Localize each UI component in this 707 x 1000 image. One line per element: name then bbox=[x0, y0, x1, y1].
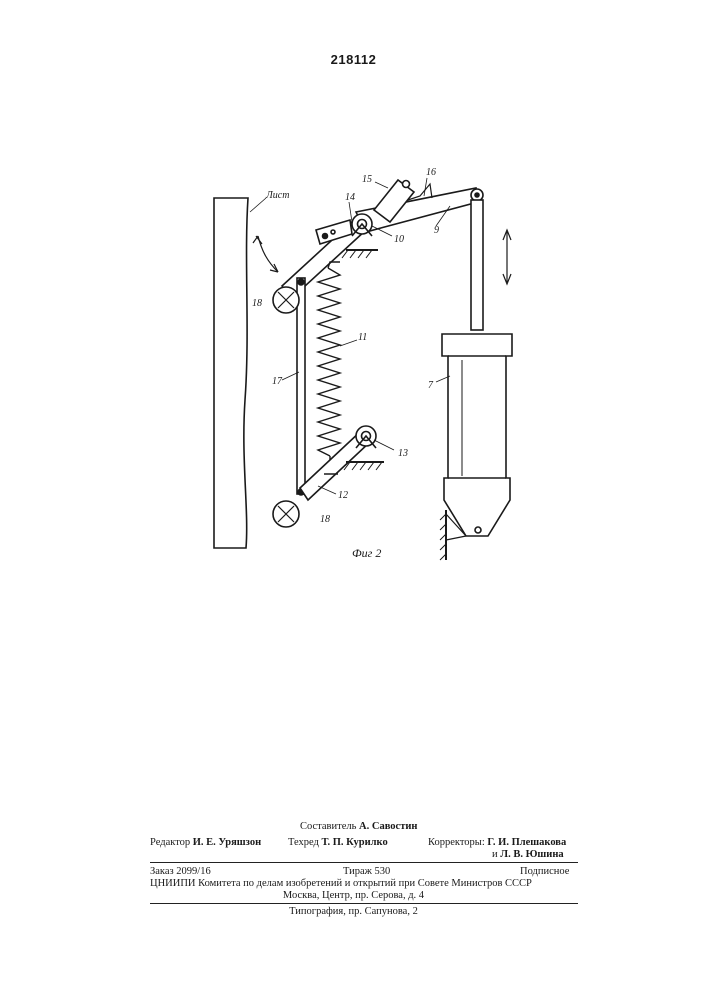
sheet-outline bbox=[214, 198, 248, 548]
subscription: Подписное bbox=[520, 866, 569, 877]
divider-top bbox=[150, 862, 578, 863]
org-line-2: Москва, Центр, пр. Серова, д. 4 bbox=[0, 890, 707, 901]
cylinder-7 bbox=[442, 334, 512, 536]
editor-name: И. Е. Уряшзон bbox=[193, 837, 261, 848]
editor-label: Редактор bbox=[150, 837, 190, 848]
divider-bottom bbox=[150, 903, 578, 904]
tech-label: Техред bbox=[288, 837, 319, 848]
label-11: 11 bbox=[358, 332, 367, 343]
label-13: 13 bbox=[398, 448, 408, 459]
label-9: 9 bbox=[434, 225, 439, 236]
printing-house: Типография, пр. Сапунова, 2 bbox=[0, 906, 707, 917]
label-sheet: Лист bbox=[265, 190, 289, 201]
label-12: 12 bbox=[338, 490, 348, 501]
label-18-lower: 18 bbox=[320, 514, 330, 525]
corrector-2-prefix: и bbox=[492, 849, 498, 860]
rod-17 bbox=[297, 278, 305, 494]
compiler-label: Составитель bbox=[300, 821, 356, 832]
tech-name: Т. П. Курилко bbox=[322, 837, 388, 848]
label-7: 7 bbox=[428, 380, 434, 391]
label-14: 14 bbox=[345, 192, 355, 203]
label-10: 10 bbox=[394, 234, 404, 245]
circulation: Тираж 530 bbox=[343, 866, 390, 877]
corrector-1: Г. И. Плешакова bbox=[487, 837, 566, 848]
org-line-1: ЦНИИПИ Комитета по делам изобретений и о… bbox=[150, 878, 580, 889]
correctors-label: Корректоры: bbox=[428, 837, 485, 848]
compiler-name: А. Савостин bbox=[359, 821, 417, 832]
corrector-2: Л. В. Юшина bbox=[500, 849, 563, 860]
piston-rod bbox=[471, 200, 483, 330]
order-number: Заказ 2099/16 bbox=[150, 866, 211, 877]
label-17: 17 bbox=[272, 376, 283, 387]
figure-caption: Фиг 2 bbox=[352, 546, 381, 560]
spring-11 bbox=[318, 268, 340, 456]
label-16: 16 bbox=[426, 167, 436, 178]
label-18-upper: 18 bbox=[252, 298, 262, 309]
label-15: 15 bbox=[362, 174, 372, 185]
